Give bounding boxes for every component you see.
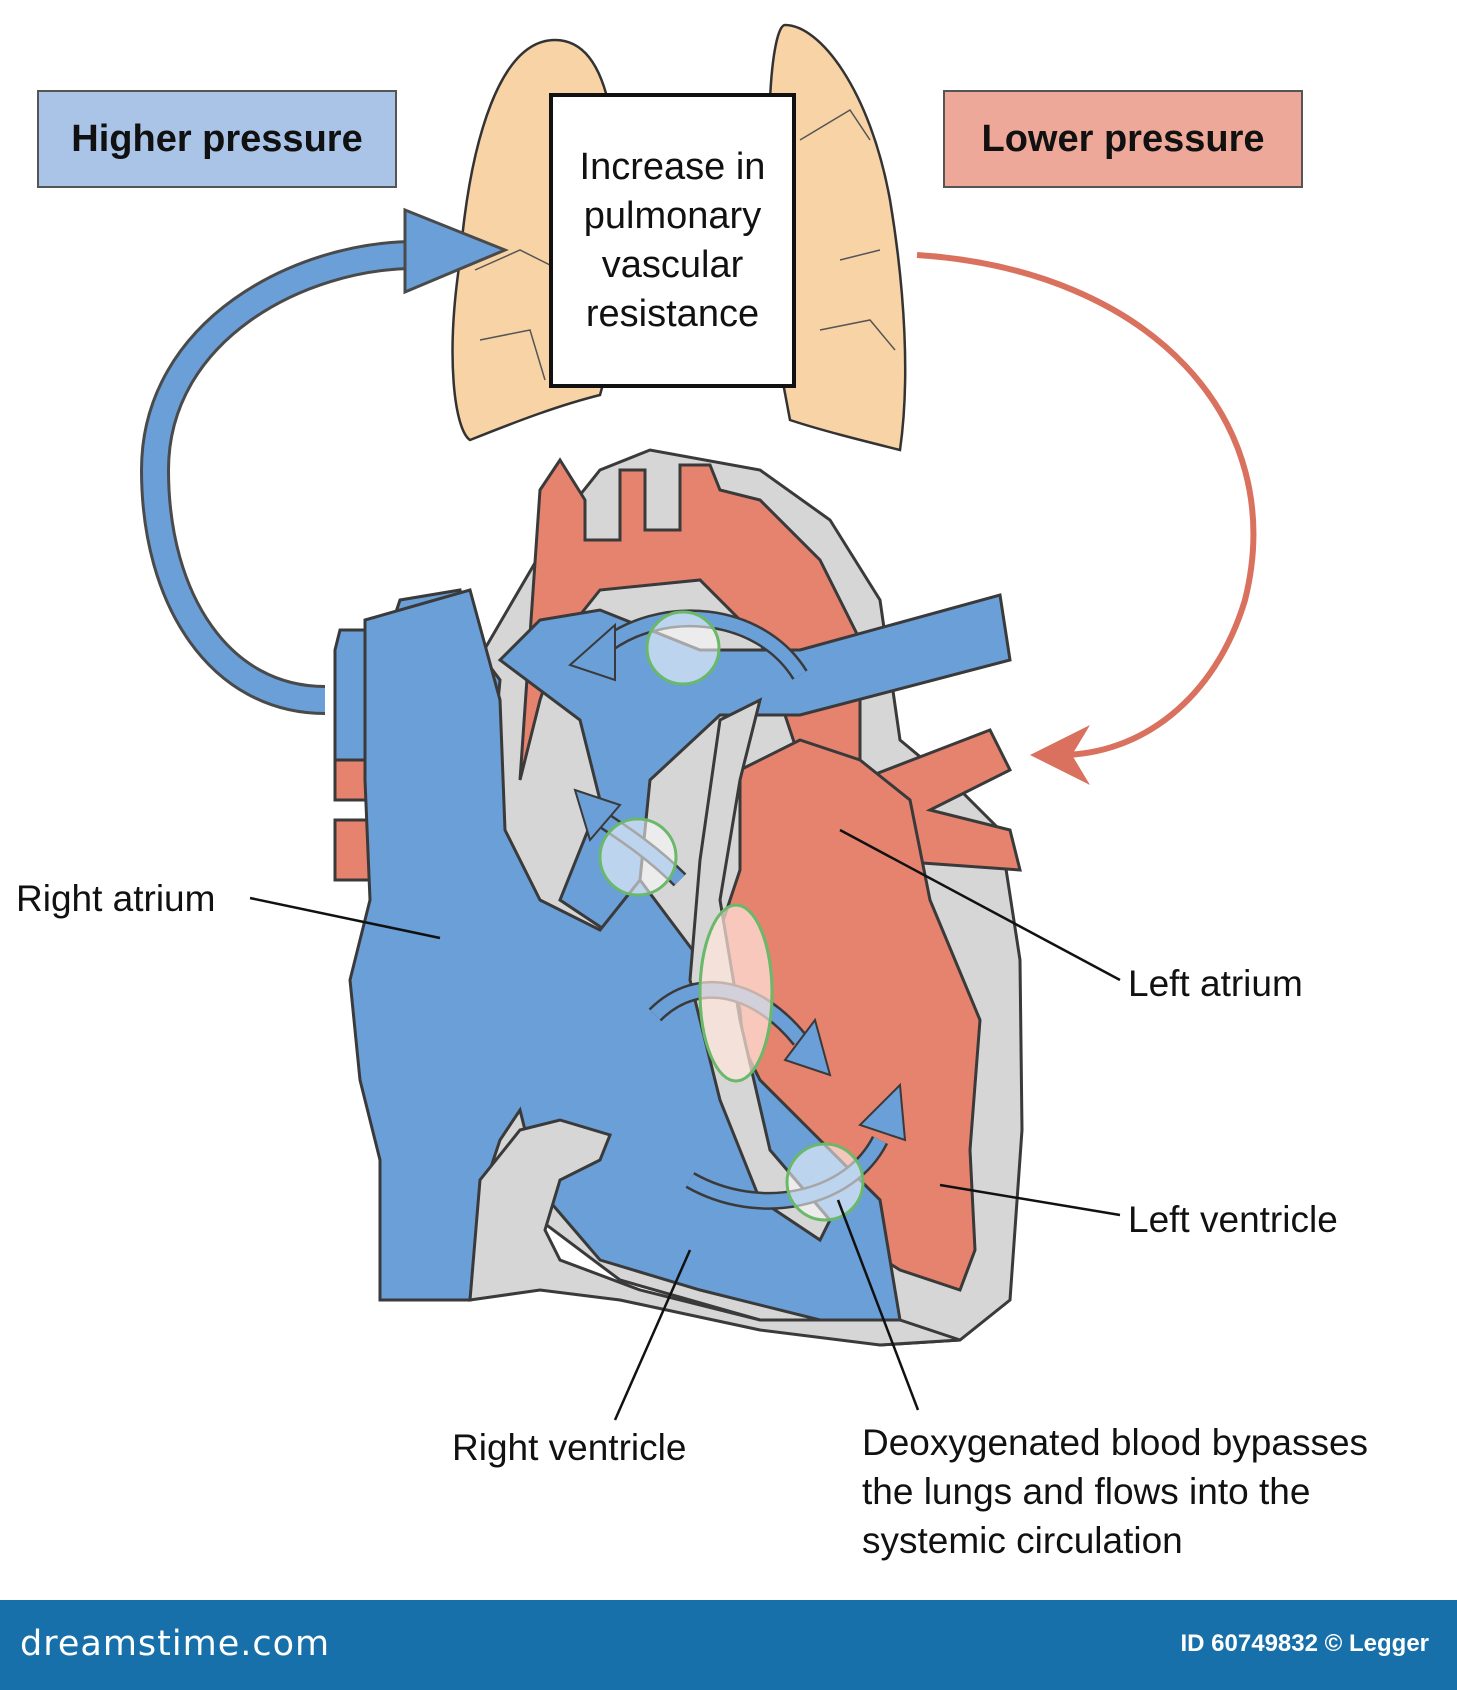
arrow-to-lungs (139, 207, 509, 715)
leader-right-atrium (249, 896, 441, 940)
resistance-line-3: vascular (601, 243, 744, 286)
footer-image-credit: ID 60749832 © Legger (1180, 1630, 1429, 1657)
resistance-line-4: resistance (585, 292, 760, 335)
leader-right-ventricle (613, 1249, 692, 1421)
right-atrium-label: Right atrium (16, 878, 216, 919)
aorta (518, 457, 862, 781)
left-atrium-label: Left atrium (1128, 963, 1303, 1004)
pulmonary-valve (645, 610, 721, 686)
bypass-caption: Deoxygenated blood bypasses the lungs an… (862, 1418, 1452, 1565)
left-ventricle-label: Left ventricle (1128, 1199, 1338, 1240)
leader-bypass (836, 1199, 920, 1411)
resistance-line-2: pulmonary (583, 194, 762, 237)
bypass-line-3: systemic circulation (862, 1520, 1183, 1561)
arrow-from-lungs (916, 252, 1257, 785)
leader-left-atrium (839, 828, 1121, 982)
pulmonary-resistance-box: Increase in pulmonary vascular resistanc… (549, 93, 796, 388)
bypass-line-2: the lungs and flows into the (862, 1471, 1311, 1512)
leader-lines (249, 828, 1121, 1421)
lower-pressure-label: Lower pressure (943, 90, 1303, 188)
ventricular-septum (468, 1118, 961, 1347)
heart-illustration (333, 448, 1024, 1347)
leader-left-ventricle (939, 1183, 1121, 1217)
ductus-valve (785, 1142, 865, 1222)
bypass-line-1: Deoxygenated blood bypasses (862, 1422, 1369, 1463)
heart-circulation-diagram (139, 23, 1257, 1421)
resistance-line-1: Increase in (579, 145, 766, 188)
tricuspid-valve (598, 817, 678, 897)
right-ventricle-label: Right ventricle (452, 1427, 687, 1468)
higher-pressure-label: Higher pressure (37, 90, 397, 188)
footer-brand-logo[interactable]: dreamstime.com (20, 1624, 331, 1664)
foramen-ovale (698, 903, 774, 1083)
footer-bar: dreamstime.com ID 60749832 © Legger (0, 1600, 1457, 1690)
